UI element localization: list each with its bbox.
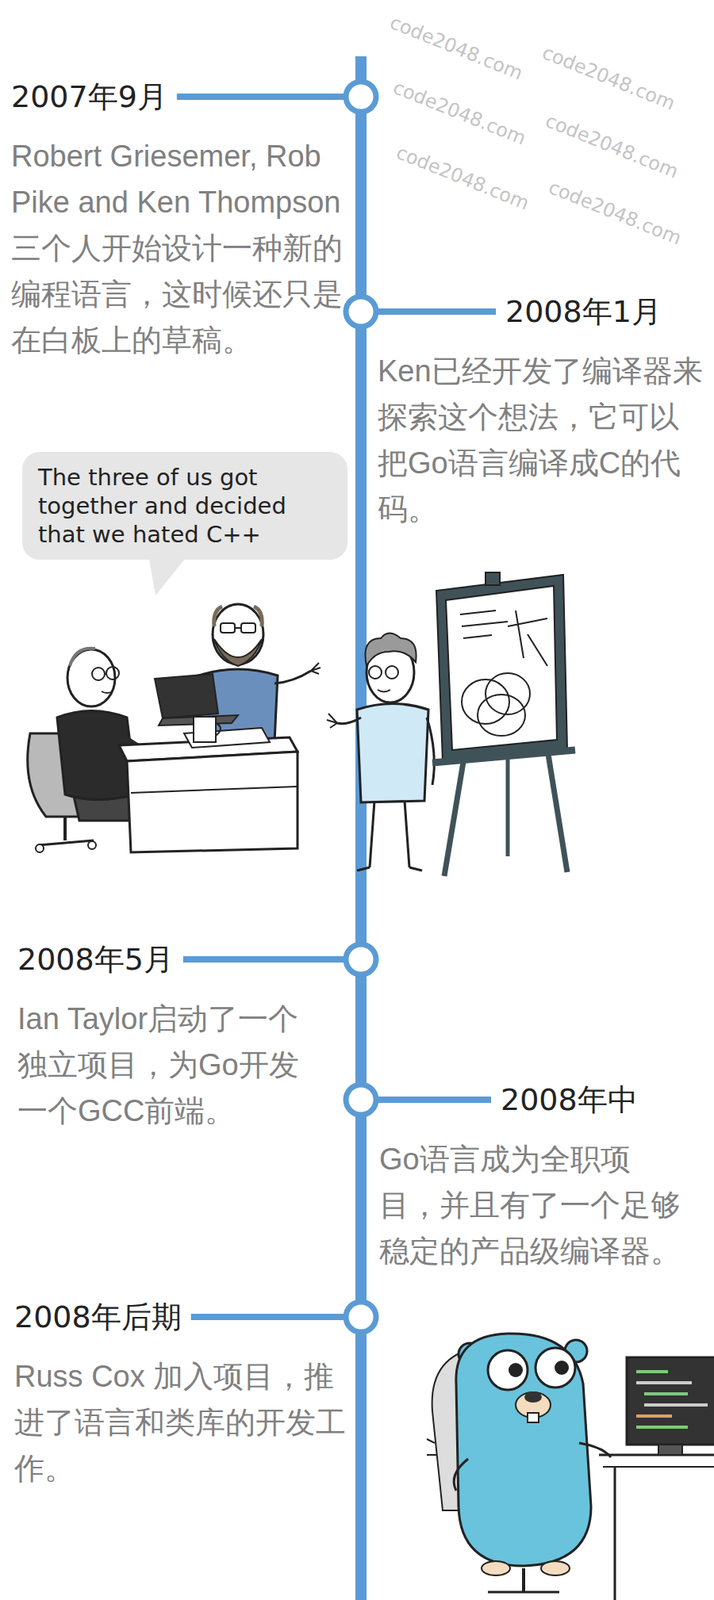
event-description: Robert Griesemer, Rob Pike and Ken Thomp…: [11, 133, 345, 364]
timeline-event: 2008年1月 Ken已经开发了编译器来探索这个想法，它可以把Go语言编译成C的代…: [377, 292, 705, 533]
date-heading: 2008年5月: [17, 940, 174, 979]
speech-bubble: The three of us got together and decided…: [22, 452, 348, 561]
timeline-dot: [345, 81, 377, 112]
whiteboard-easel: [432, 572, 576, 877]
timeline-event: 2007年9月 Robert Griesemer, Rob Pike and Ke…: [11, 77, 345, 364]
timeline-dot: [345, 1302, 377, 1333]
desk: [119, 717, 298, 853]
standing-man: [198, 604, 321, 746]
timeline-branch: [376, 308, 496, 315]
timeline-branch: [376, 1097, 492, 1104]
date-heading: 2008年1月: [505, 292, 662, 331]
event-description: Russ Cox 加入项目，推进了语言和类库的开发工作。: [14, 1354, 348, 1493]
date-row: 2008年中: [379, 1081, 689, 1120]
event-description: Go语言成为全职项目，并且有了一个足够稳定的产品级编译器。: [379, 1136, 689, 1275]
bubble-tail: [141, 560, 197, 600]
timeline-event: 2008年中 Go语言成为全职项目，并且有了一个足够稳定的产品级编译器。: [379, 1081, 689, 1275]
timeline-spine: [355, 56, 367, 1600]
watermark: code2048.com: [390, 76, 530, 150]
date-row: 2008年1月: [377, 292, 705, 331]
watermark: code2048.com: [545, 176, 685, 250]
date-heading: 2008年后期: [14, 1298, 182, 1337]
date-row: 2008年后期: [14, 1298, 348, 1337]
event-description: Ian Taylor启动了一个独立项目，为Go开发一个GCC前端。: [17, 996, 327, 1135]
timeline-branch: [183, 956, 346, 964]
date-row: 2008年5月: [17, 940, 327, 979]
watermark: code2048.com: [393, 141, 533, 215]
watermark: code2048.com: [387, 11, 526, 85]
bubble-tail-shape: [149, 559, 185, 596]
date-row: 2007年9月: [11, 77, 345, 116]
date-heading: 2008年中: [500, 1081, 638, 1120]
timeline-event: 2008年5月 Ian Taylor启动了一个独立项目，为Go开发一个GCC前端。: [17, 940, 327, 1135]
timeline-dot: [345, 944, 377, 976]
timeline-event: 2008年后期 Russ Cox 加入项目，推进了语言和类库的开发工作。: [14, 1298, 348, 1493]
bubble-text: The three of us got together and decided…: [38, 463, 332, 549]
watermark: code2048.com: [539, 41, 679, 116]
man-at-whiteboard: [326, 633, 434, 872]
watermark: code2048.com: [542, 109, 682, 184]
timeline-dot: [345, 296, 377, 327]
computer-desk: [598, 1358, 714, 1600]
event-description: Ken已经开发了编译器来探索这个想法，它可以把Go语言编译成C的代码。: [377, 348, 705, 533]
timeline-branch: [176, 93, 346, 100]
gopher-mascot: [426, 1334, 611, 1594]
timeline-dot: [345, 1085, 377, 1116]
date-heading: 2007年9月: [11, 77, 168, 116]
timeline-branch: [191, 1314, 346, 1321]
